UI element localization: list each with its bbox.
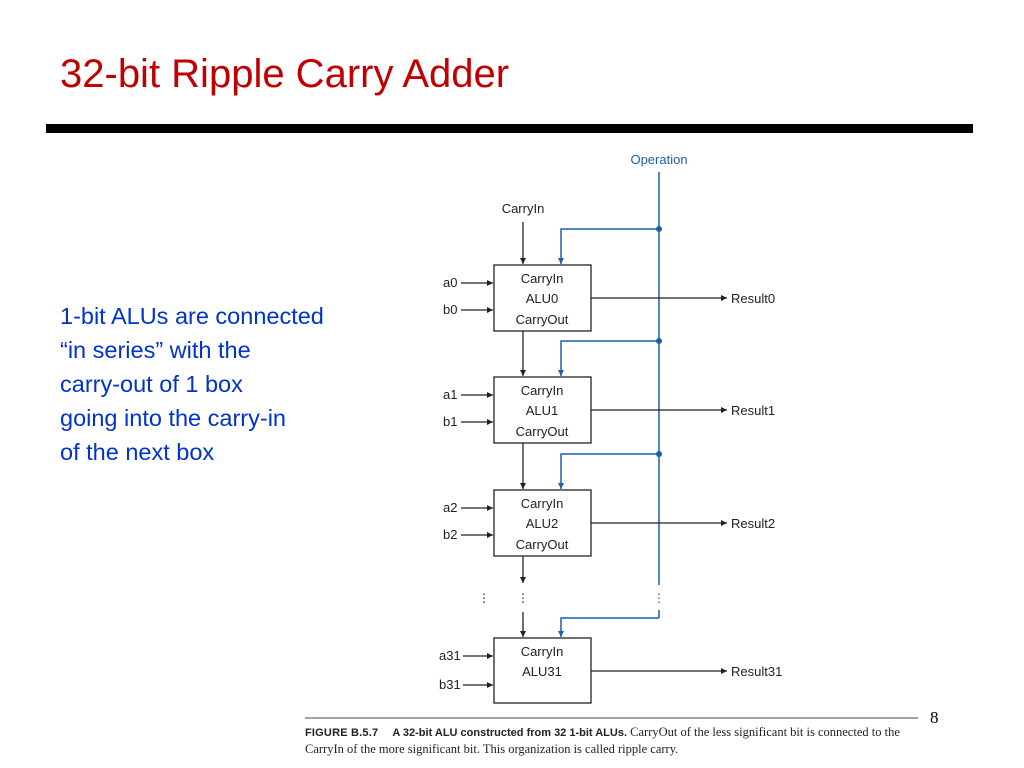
body-line: 1-bit ALUs are connected: [60, 303, 324, 329]
input-a-label: a0: [443, 275, 457, 290]
body-line: going into the carry-in: [60, 405, 286, 431]
operation-ellipsis: ⋮: [653, 591, 665, 605]
operation-tap-1: [558, 338, 662, 376]
body-line: “in series” with the: [60, 337, 251, 363]
figure-caption: FIGURE B.5.7 A 32-bit ALU constructed fro…: [305, 724, 925, 757]
body-text: 1-bit ALUs are connected “in series” wit…: [60, 299, 400, 469]
ellipsis-inputs: ⋮: [478, 591, 490, 605]
alu-name: ALU1: [526, 403, 559, 418]
input-a-label: a1: [443, 387, 457, 402]
input-b-label: b31: [439, 677, 461, 692]
alu-31: CarryIn ALU31 a31 b31 Result31: [439, 637, 782, 704]
alu-1: CarryIn ALU1 CarryOut a1 b1 Result1: [443, 376, 775, 444]
title-divider: [46, 124, 973, 133]
alu-name: ALU0: [526, 291, 559, 306]
carryin-input-label: CarryIn: [502, 201, 545, 216]
alu-carryin-label: CarryIn: [521, 383, 564, 398]
operation-tap-2: [558, 451, 662, 489]
result-label: Result1: [731, 403, 775, 418]
operation-label: Operation: [630, 152, 687, 167]
input-a-label: a2: [443, 500, 457, 515]
result-label: Result31: [731, 664, 782, 679]
alu-carryout-label: CarryOut: [516, 312, 569, 327]
ellipsis-carry: ⋮: [517, 591, 529, 605]
result-label: Result0: [731, 291, 775, 306]
alu-carryin-label: CarryIn: [521, 644, 564, 659]
caption-label: FIGURE B.5.7: [305, 727, 379, 739]
input-b-label: b1: [443, 414, 457, 429]
alu-name: ALU2: [526, 516, 559, 531]
input-b-label: b0: [443, 302, 457, 317]
slide-title: 32-bit Ripple Carry Adder: [60, 52, 510, 96]
body-line: of the next box: [60, 439, 215, 465]
alu-carryin-label: CarryIn: [521, 271, 564, 286]
caption-bold: A 32-bit ALU constructed from 32 1-bit A…: [392, 727, 628, 739]
alu-0: CarryIn ALU0 CarryOut a0 b0 Result0: [443, 264, 775, 332]
alu-2: CarryIn ALU2 CarryOut a2 b2 Result2: [443, 489, 775, 557]
alu-carryout-label: CarryOut: [516, 537, 569, 552]
alu-name: ALU31: [522, 664, 562, 679]
operation-tap-0: [558, 226, 662, 264]
page-number: 8: [930, 708, 939, 727]
body-line: carry-out of 1 box: [60, 371, 243, 397]
input-a-label: a31: [439, 648, 461, 663]
alu-carryout-label: CarryOut: [516, 424, 569, 439]
result-label: Result2: [731, 516, 775, 531]
operation-tap-31: [558, 617, 659, 637]
input-b-label: b2: [443, 527, 457, 542]
caption-text: CarryOut of the less significant bit is …: [305, 725, 900, 756]
alu-carryin-label: CarryIn: [521, 496, 564, 511]
